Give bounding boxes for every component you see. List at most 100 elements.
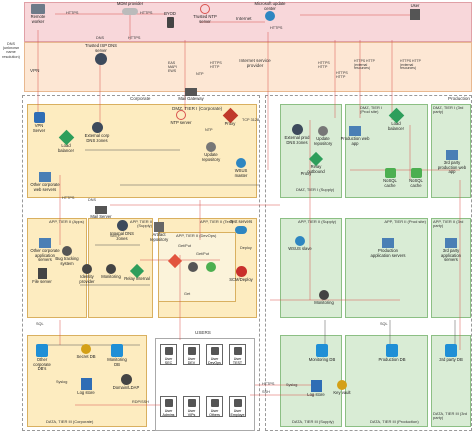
https-prod-label: HTTPS (262, 382, 275, 386)
globe-icon (265, 11, 275, 22)
web-server-icon (39, 172, 51, 182)
ntp-corp-label: NTP (205, 128, 213, 132)
log-store-corp-node[interactable]: Log store (74, 378, 98, 396)
proxy-node[interactable]: Proxy (220, 107, 240, 127)
gear-green-node[interactable] (204, 262, 218, 273)
wsus-master-node[interactable]: WSUS master (228, 158, 254, 178)
file-server-node[interactable]: File server (30, 268, 54, 285)
trusted-isp-dns-node[interactable]: Trusted ISP DNS server (82, 43, 120, 66)
proto-https-http-2: HTTPS HTTP (318, 61, 330, 69)
nosql-cache-1-node[interactable]: NoSQL cache (378, 168, 402, 188)
gear-icon (318, 126, 328, 136)
monitoring-prod-node[interactable]: Monitoring (310, 290, 338, 306)
ntp-server-node[interactable]: NTP server (170, 110, 192, 126)
bug-tracking-node[interactable]: Bug tracking system (52, 246, 82, 266)
database-icon (316, 344, 328, 357)
ms-update-center-node[interactable]: Microsoft update center (250, 1, 290, 22)
database-icon (386, 344, 398, 357)
other-corp-web-node[interactable]: Other corporate web servers (28, 172, 62, 192)
proto-https-2: HTTPS (140, 11, 153, 15)
cloud-icon (235, 225, 247, 234)
domain-ldap-node[interactable]: Domain/LDAP (112, 374, 140, 391)
log-store-prod-node[interactable]: Log store (304, 380, 328, 398)
update-repo-prod-node[interactable]: Update repository (310, 126, 336, 146)
user-icon (187, 399, 196, 407)
mail-gateway-node[interactable]: Mail Gateway (178, 88, 204, 102)
monitoring-corp-node[interactable]: Monitoring (98, 264, 124, 280)
prod-app-servers-node[interactable]: Production application servers (370, 238, 406, 258)
dmz-supply-label: DMZ, TIER I (Supply) (296, 187, 335, 192)
scm-deploy-node[interactable]: SCM/Deploy (226, 266, 256, 283)
monitoring-db-prod-node[interactable]: Monitoring DB (306, 344, 338, 363)
external-prod-dns-node[interactable]: External prod DNS zones (282, 124, 312, 145)
artifact-repository-node[interactable]: Artifact repository (144, 222, 174, 242)
update-repository-node[interactable]: Update repository (196, 142, 226, 162)
corporate-zone (22, 95, 260, 431)
user-card-admins[interactable]: User Admins (160, 396, 177, 417)
other-app-servers-node[interactable]: Other corporate application servers (28, 238, 62, 263)
nosql-cache-2-node[interactable]: NoSQL cache (404, 168, 428, 188)
user-card-others[interactable]: User Others (206, 396, 223, 417)
dmz-corporate-label: DMZ, TIER I (Corporate) (172, 106, 223, 111)
relay-internal-node[interactable]: Relay internal (124, 263, 150, 282)
user-card-test[interactable]: User TEST (229, 344, 246, 365)
sql-corp-label: SQL (36, 322, 44, 326)
git-node[interactable] (167, 253, 183, 269)
load-balancer-node[interactable]: Load balancer (54, 129, 78, 153)
identity-provider-node[interactable]: Identity provider (74, 264, 100, 284)
key-vault-node[interactable]: Key vault (330, 380, 354, 396)
ci-icon (188, 262, 198, 272)
third-party-app-node[interactable]: 3rd party application servers (434, 238, 468, 263)
vpn-link-label: VPN (30, 68, 40, 73)
deploy-label: Deploy (240, 246, 252, 250)
mail-server-node[interactable]: Mail Server (90, 206, 112, 220)
log-icon (80, 378, 92, 390)
user-card-employe[interactable]: User Employe (229, 396, 246, 417)
user-card-vips[interactable]: User VIPs (183, 396, 200, 417)
ci-node[interactable] (186, 262, 200, 273)
production-db-node[interactable]: Production DB (376, 344, 408, 363)
app-supply-label: APP, TIER II (Supply) (129, 219, 152, 229)
server-icon (382, 238, 394, 248)
user-icon (233, 399, 242, 407)
cloud-icon (122, 7, 138, 15)
cache-icon (384, 168, 396, 178)
internal-dns-node[interactable]: Internal DNS zones (108, 220, 136, 241)
prod-web-app-node[interactable]: Production web app (340, 126, 370, 146)
get-put-label: Get/Put (178, 244, 191, 248)
other-corp-dbs-node[interactable]: Other corporate DB's (30, 344, 54, 372)
proxy-prod-node[interactable]: Proxy (300, 171, 312, 176)
user-card-sec[interactable]: User SEC (160, 344, 177, 365)
wsus-slave-node[interactable]: WSUS slave (288, 236, 312, 252)
user-card-dev[interactable]: User DEV (183, 344, 200, 365)
external-corp-dns-node[interactable]: External corp DNS zones (82, 122, 112, 143)
third-party-db-node[interactable]: 3rd party DB (436, 344, 466, 363)
monitoring-db-corp-node[interactable]: Monitoring DB (104, 344, 130, 367)
corporate-label: Corporate (130, 96, 151, 101)
web-server-icon (446, 150, 458, 160)
user-icon (164, 399, 173, 407)
load-balancer-prod-node[interactable]: Load balancer (384, 107, 408, 131)
test-servers-node[interactable]: Test servers (226, 219, 256, 235)
data-supply-label: DATA, TIER III (Supply) (292, 419, 334, 424)
server-icon (445, 238, 457, 248)
user-icon (210, 347, 219, 355)
scm-icon (235, 266, 247, 277)
user-card-devops[interactable]: User DevOps (206, 344, 223, 365)
envelope-icon (95, 206, 107, 214)
remote-worker-node[interactable]: Remote worker (26, 4, 50, 24)
secret-db-node[interactable]: Secret DB (74, 344, 98, 360)
git-icon (167, 253, 183, 269)
third-party-web-node[interactable]: 3rd party production web app (436, 150, 468, 175)
proto-external-2: HTTPS HTTP (external resources) (400, 59, 421, 71)
trusted-ntp-node[interactable]: Trusted NTP server (190, 4, 220, 24)
app-supply-prod-zone (280, 218, 342, 318)
vpn-server-node[interactable]: VPN Server (28, 112, 50, 133)
user-icon (410, 8, 420, 20)
mdm-provider-node[interactable]: MDM provider (110, 1, 150, 16)
tcp-3128-label: TCP 3128 (242, 118, 260, 122)
relay-outbound-node[interactable]: Relay outbound (302, 151, 330, 174)
user-node[interactable]: User (404, 3, 426, 21)
byod-node[interactable]: BYOD (160, 11, 180, 29)
internet-label: Internet (236, 16, 252, 21)
